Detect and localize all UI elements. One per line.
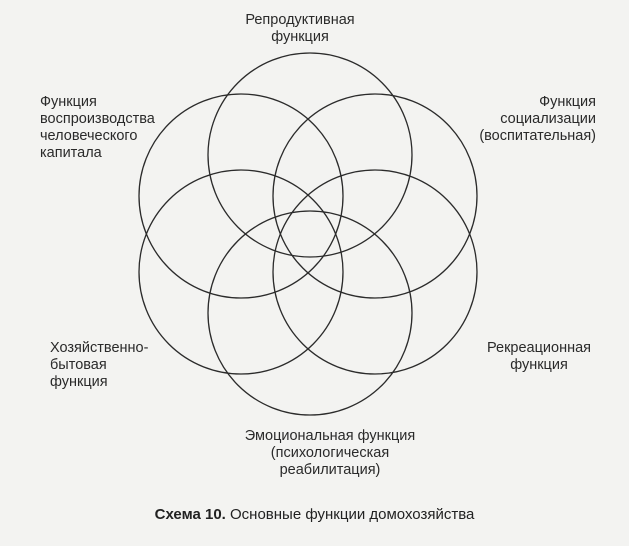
circle-household <box>138 169 344 375</box>
label-reproductive-function: Репродуктивная функция <box>245 12 355 45</box>
caption-number: Схема 10. <box>154 506 226 523</box>
label-recreational-function: Рекреационная функция <box>486 340 592 373</box>
circle-reproductive <box>207 52 413 258</box>
label-human-capital-function: Функция воспроизводства человеческого ка… <box>40 94 155 161</box>
circle-socialization <box>272 93 478 299</box>
diagram-caption: Схема 10. Основные функции домохозяйства <box>0 506 629 523</box>
label-socialization-function: Функция социализации (воспитательная) <box>479 94 596 144</box>
circle-emotional <box>207 210 413 416</box>
caption-text: Основные функции домохозяйства <box>230 506 475 523</box>
circle-recreational <box>272 169 478 375</box>
label-emotional-function: Эмоциональная функция (психологическая р… <box>244 428 416 478</box>
circle-human-capital <box>138 93 344 299</box>
label-household-function: Хозяйственно- бытовая функция <box>50 340 149 390</box>
